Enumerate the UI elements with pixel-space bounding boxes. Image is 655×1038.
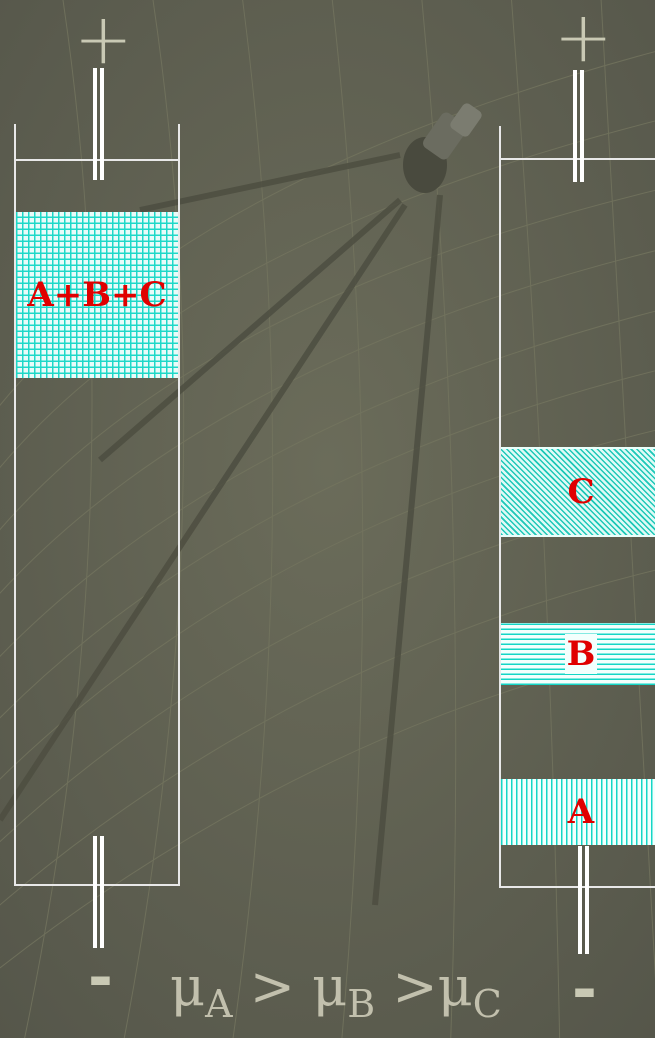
subscript-a: A	[205, 982, 232, 1026]
mixed-sample-label: A+B+C	[27, 275, 166, 315]
right-tube-stub-left	[499, 126, 501, 160]
right-cathode-electrode	[578, 846, 589, 954]
right-plus-sign: +	[554, 2, 613, 72]
greater-than-1: >	[233, 955, 313, 1018]
greater-than-2: >	[375, 955, 437, 1018]
mu-symbol-a: μ	[170, 955, 205, 1018]
band-b: B	[501, 623, 655, 685]
band-b-label: B	[565, 634, 598, 674]
left-cathode-electrode	[93, 836, 104, 948]
mu-symbol-c: μ	[438, 955, 473, 1018]
left-anode-electrode	[93, 68, 104, 180]
band-c-label: C	[567, 472, 594, 512]
subscript-b: B	[347, 982, 375, 1026]
mu-symbol-b: μ	[312, 955, 347, 1018]
band-a-label: A	[568, 792, 594, 832]
right-anode-electrode	[573, 70, 584, 182]
band-c: C	[501, 447, 655, 537]
left-plus-sign: +	[74, 4, 133, 74]
left-minus-sign: -	[88, 948, 113, 1008]
left-tube-stub-right	[178, 124, 180, 160]
left-tube-stub-left	[14, 124, 16, 160]
subscript-c: C	[473, 982, 502, 1026]
right-minus-sign: -	[572, 960, 597, 1020]
mixed-sample-band: A+B+C	[16, 212, 178, 378]
band-a: A	[501, 779, 655, 845]
mobility-formula: μA > μB >μC	[170, 960, 502, 1023]
